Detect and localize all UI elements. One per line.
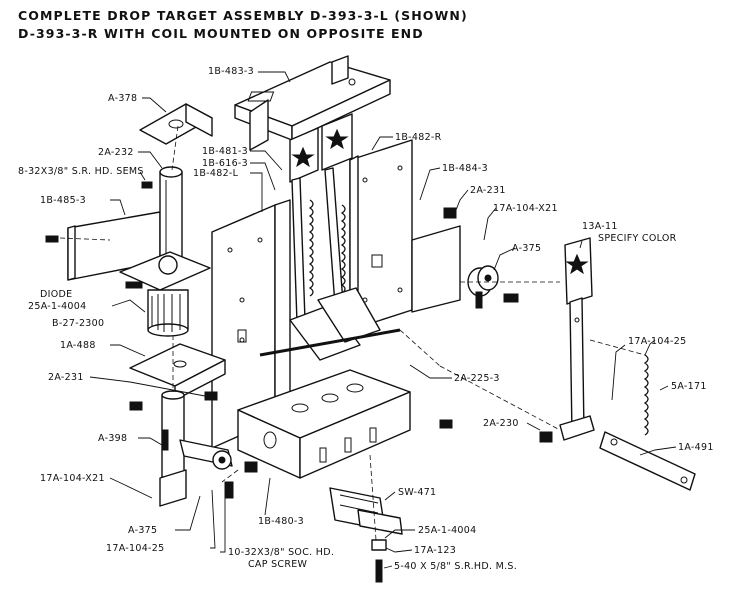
label-a-375-bottom: A-375 xyxy=(128,525,157,536)
assembly-centerlines xyxy=(59,125,646,541)
coil-icon xyxy=(151,294,181,332)
part-spring-5a-171 xyxy=(643,354,649,436)
part-top-bracket-1b-483-3 xyxy=(234,55,391,151)
label-1b-483-3: 1B-483-3 xyxy=(208,66,254,77)
part-link-a-375-bottom xyxy=(179,439,233,470)
diagram-title-line-1: COMPLETE DROP TARGET ASSEMBLY D-393-3-L … xyxy=(18,8,468,23)
label-cap-screw-line-2: CAP SCREW xyxy=(248,559,308,570)
part-bracket-1b-485-3 xyxy=(67,211,161,281)
label-17a-104-x21-top: 17A-104-X21 xyxy=(493,203,558,214)
label-a-375-right: A-375 xyxy=(512,243,541,254)
label-a-398: A-398 xyxy=(98,433,127,444)
label-1b-485-3: 1B-485-3 xyxy=(40,195,86,206)
label-1b-484-3: 1B-484-3 xyxy=(442,163,488,174)
label-b-27-2300: B-27-2300 xyxy=(52,318,104,329)
label-a-378: A-378 xyxy=(108,93,137,104)
label-1b-482-r: 1B-482-R xyxy=(395,132,442,143)
part-plunger-a-398 xyxy=(159,390,187,507)
screw-icon xyxy=(45,181,553,499)
label-17a-104-x21-left: 17A-104-X21 xyxy=(40,473,105,484)
spring-icon xyxy=(643,354,649,436)
part-coil-b-27-2300 xyxy=(119,251,211,337)
part-shaft-2a-225-3 xyxy=(259,328,441,367)
part-plate-1a-488 xyxy=(129,343,226,401)
part-labels: 1B-483-3 A-378 2A-232 8-32X3/8" S.R. HD.… xyxy=(18,66,714,572)
label-sems-screw: 8-32X3/8" S.R. HD. SEMS xyxy=(18,166,144,177)
label-2a-225-3: 2A-225-3 xyxy=(454,373,500,384)
label-specify-color: SPECIFY COLOR xyxy=(598,233,677,244)
label-1b-616-3: 1B-616-3 xyxy=(202,158,248,169)
label-1b-482-l: 1B-482-L xyxy=(193,168,239,179)
part-fingers-and-springs xyxy=(289,167,381,361)
label-1b-480-3: 1B-480-3 xyxy=(258,516,304,527)
part-lever-1a-491 xyxy=(599,431,696,491)
part-target-blades-top xyxy=(289,113,353,183)
label-17a-104-25-bottom: 17A-104-25 xyxy=(106,543,164,554)
part-plate-a-378 xyxy=(139,103,213,145)
label-2a-231-top: 2A-231 xyxy=(470,185,506,196)
label-diode-part-number: 25A-1-4004 xyxy=(28,301,86,312)
label-sw-471: SW-471 xyxy=(398,487,436,498)
part-base-1b-480-3 xyxy=(237,369,411,479)
spring-icon xyxy=(340,204,346,294)
label-1a-488: 1A-488 xyxy=(60,340,96,351)
label-1b-481-3: 1B-481-3 xyxy=(202,146,248,157)
part-link-a-375-right xyxy=(467,265,499,309)
label-5a-171: 5A-171 xyxy=(671,381,707,392)
label-machine-screw: 5-40 X 5/8" S.R.HD. M.S. xyxy=(394,561,517,572)
star-icon xyxy=(291,146,315,168)
star-icon xyxy=(565,253,589,275)
label-17a-123: 17A-123 xyxy=(414,545,456,556)
label-2a-232: 2A-232 xyxy=(98,147,134,158)
part-target-13a-11 xyxy=(559,237,595,441)
star-icon xyxy=(325,128,349,150)
label-17a-104-25-right: 17A-104-25 xyxy=(628,336,686,347)
label-13a-11: 13A-11 xyxy=(582,221,618,232)
part-switch-sw-471 xyxy=(329,487,403,583)
part-core-2a-232 xyxy=(159,166,183,263)
label-25a-1-4004-bottom: 25A-1-4004 xyxy=(418,525,476,536)
label-diode: DIODE xyxy=(40,289,72,300)
leader-lines xyxy=(89,71,677,569)
label-2a-231-left: 2A-231 xyxy=(48,372,84,383)
label-cap-screw-line-1: 10-32X3/8" SOC. HD. xyxy=(228,547,334,558)
label-2a-230: 2A-230 xyxy=(483,418,519,429)
diagram-title-line-2: D-393-3-R WITH COIL MOUNTED ON OPPOSITE … xyxy=(18,26,424,41)
spring-icon xyxy=(308,199,314,297)
part-side-plate-1b-482-r xyxy=(349,139,461,331)
label-1a-491: 1A-491 xyxy=(678,442,714,453)
